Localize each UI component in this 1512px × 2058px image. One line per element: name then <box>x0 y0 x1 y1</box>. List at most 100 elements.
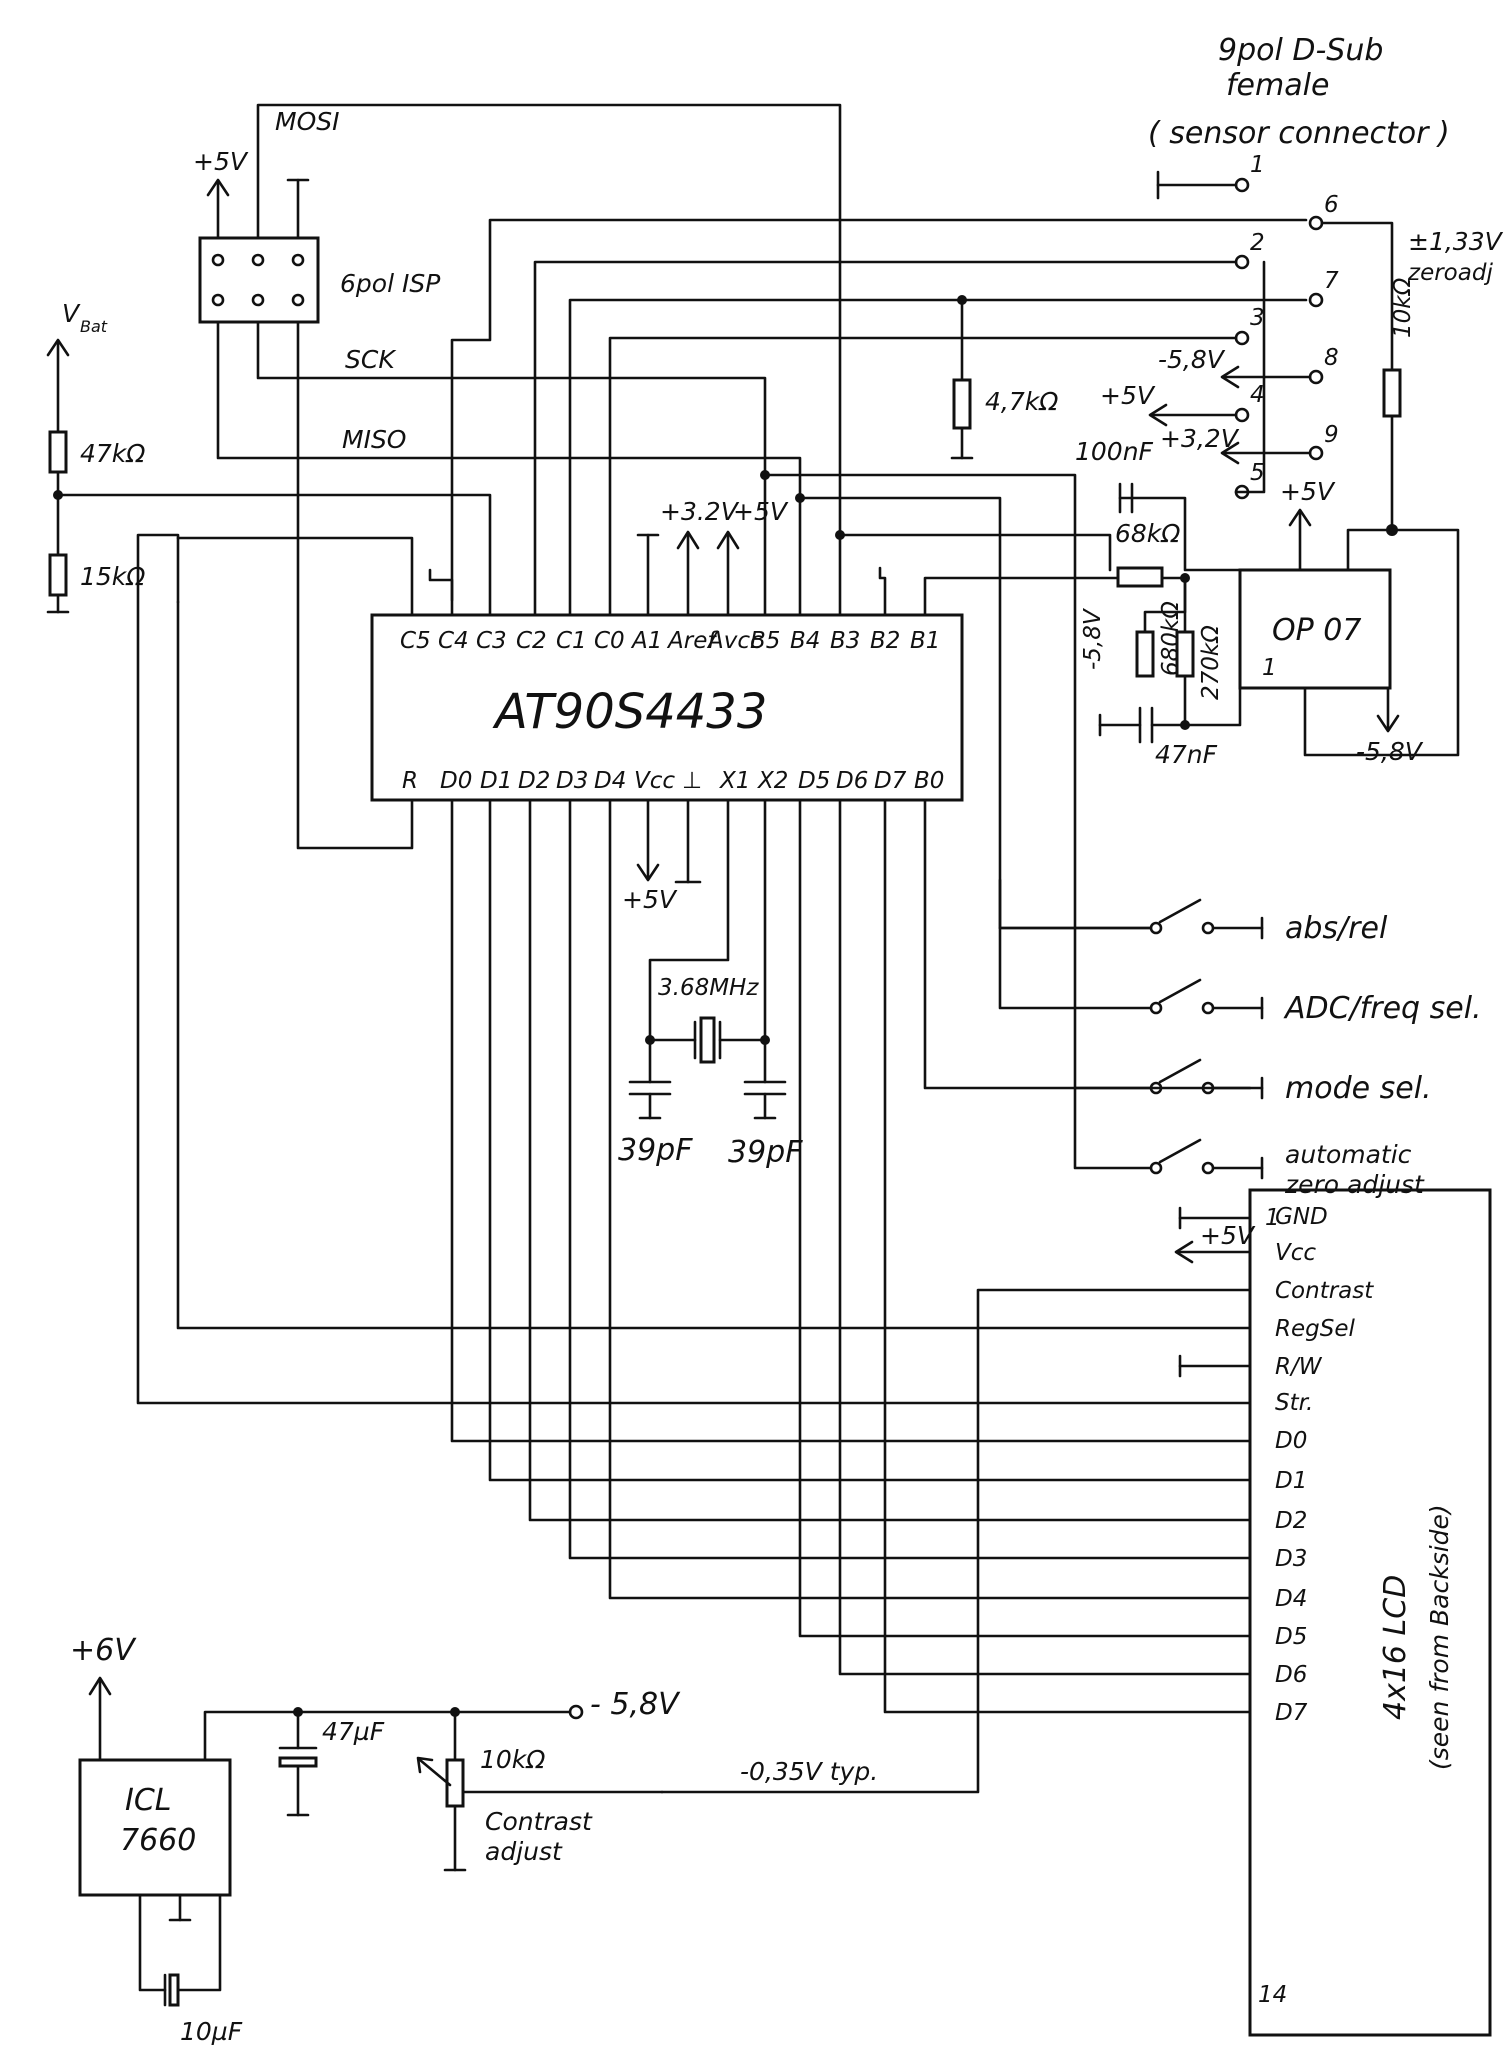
left-arrow-icon <box>1174 1240 1194 1264</box>
lcd-pin-12: D6 <box>1275 1662 1307 1688</box>
sw-lever[interactable] <box>1158 978 1202 1004</box>
mosi-label: MOSI <box>275 107 340 136</box>
dsub-title-1: 9pol D-Sub <box>1218 33 1383 68</box>
cap1-label: 39pF <box>618 1133 693 1168</box>
op07-pin1: 1 <box>1262 655 1277 681</box>
c4-wire <box>450 218 1308 617</box>
op-out-wire <box>1303 528 1460 757</box>
b4-wire <box>798 496 1152 930</box>
left-arrow-icon <box>1148 403 1168 427</box>
r68k-label: 68kΩ <box>1115 519 1180 548</box>
pot-wiper[interactable] <box>418 1758 452 1787</box>
op07-label: OP 07 <box>1272 613 1361 648</box>
mcu-pin-c1: C1 <box>556 628 587 654</box>
lcd-pin-labels: GNDVccContrastRegSelR/WStr.D0D1D2D3D4D5D… <box>1275 1204 1374 1726</box>
pin5-label: 5 <box>1250 460 1265 486</box>
sck-wire <box>256 320 767 617</box>
neg58-label: -5,8V <box>1158 345 1226 374</box>
contrast-adj-1: Contrast <box>485 1807 593 1836</box>
icl-line1: ICL <box>125 1783 172 1818</box>
c10u-wire <box>138 1893 167 1992</box>
lcd-pin-11: D5 <box>1275 1624 1307 1650</box>
c47n-label: 47nF <box>1155 740 1218 769</box>
lcd-pin-1: Vcc <box>1275 1240 1316 1266</box>
d7-wire <box>883 798 1252 1714</box>
sw-contact <box>1149 1161 1163 1175</box>
vbat-sub: Bat <box>80 317 108 336</box>
r680k-label: 680kΩ <box>1158 601 1184 676</box>
pot-label: 10kΩ <box>480 1745 545 1774</box>
sensor-side: 4,7kΩ 10kΩ ±1,33V zeroadj -5,8V +5V +3,2… <box>950 221 1504 536</box>
r-15k <box>48 553 68 597</box>
zero-adj-2: zeroadj <box>1407 260 1493 286</box>
isp-pin <box>211 253 225 267</box>
mcu-pin-2: D1 <box>480 768 512 794</box>
mcu-pin-4: D3 <box>556 768 588 794</box>
x1-wire <box>648 798 730 1042</box>
switch-zero-adjust: zero adjust <box>1284 1170 1425 1199</box>
up-arrow-icon <box>206 178 230 197</box>
lcd-pin-2: Contrast <box>1275 1278 1374 1304</box>
isp-label: 6pol ISP <box>340 269 441 298</box>
sw-contact <box>1201 1161 1215 1175</box>
c3-tail <box>428 568 454 602</box>
mcu-pin-9: X2 <box>757 768 788 794</box>
op-5v-label: +5V <box>1280 477 1336 506</box>
c5-wire <box>176 536 414 617</box>
cap2-label: 39pF <box>728 1135 803 1170</box>
sw-lever[interactable] <box>1158 1058 1202 1084</box>
d4-wire <box>608 798 1252 1600</box>
isp-pin <box>291 253 305 267</box>
isp-pin <box>251 253 265 267</box>
power-supply: +6V ICL 7660 - 5,8V 47µF 10kΩ Contrast a… <box>70 1633 878 2046</box>
down-arrow-icon <box>1376 714 1400 733</box>
r-68k <box>1116 566 1164 588</box>
r-10k <box>1382 368 1402 418</box>
lcd-pin14: 14 <box>1258 1982 1287 2008</box>
mcu-pin-3: D2 <box>518 768 550 794</box>
sw-contact <box>1201 921 1215 935</box>
b1-wire <box>923 576 1120 617</box>
lcd-box <box>1248 1188 1492 2037</box>
vbat-label: V <box>62 299 81 328</box>
switch-mode-sel: mode sel. <box>1285 1071 1432 1106</box>
sw4-wire <box>1073 1086 1152 1170</box>
contrast-wire <box>660 1288 1252 1794</box>
lcd-pin-4: R/W <box>1275 1354 1323 1380</box>
pin3-circle <box>1234 330 1250 346</box>
d5-wire <box>798 798 1252 1638</box>
c1-wire <box>568 298 1308 617</box>
up-arrow-icon <box>716 530 740 550</box>
sw-lever[interactable] <box>1158 1138 1202 1164</box>
pin7-label: 7 <box>1324 268 1339 294</box>
mcu-pin-c5: C5 <box>400 628 431 654</box>
lcd-pin-5: Str. <box>1275 1390 1313 1416</box>
crystal <box>699 1016 716 1064</box>
opamp-section: OP 07 1 +5V -5,8V 100nF 68kΩ 680kΩ 270kΩ… <box>1075 437 1460 769</box>
icl-line2: 7660 <box>120 1823 196 1858</box>
r-47k <box>48 430 68 474</box>
down-arrow-icon <box>636 863 660 882</box>
b2-wire <box>878 566 887 617</box>
sw3-wire <box>923 798 1152 1090</box>
lcd-5v-label: +5V <box>1200 1221 1256 1250</box>
mcu-pin-c3: C3 <box>476 628 507 654</box>
left-arrow-icon <box>1220 365 1240 389</box>
r-680k <box>1135 630 1155 678</box>
r-4k7-label: 4,7kΩ <box>985 387 1058 416</box>
r-47k-label: 47kΩ <box>80 439 145 468</box>
c10u-label: 10µF <box>180 2017 243 2046</box>
switches: abs/rel ADC/freq sel. mode sel. automati… <box>923 798 1482 1199</box>
pin6-circle <box>1308 215 1324 231</box>
neg-wire <box>203 1710 572 1762</box>
crystal-freq: 3.68MHz <box>658 975 759 1001</box>
pin2-circle <box>1234 254 1250 270</box>
sw-lever[interactable] <box>1158 898 1202 924</box>
d6-wire <box>838 798 1252 1676</box>
lcd-pin-7: D1 <box>1275 1468 1307 1494</box>
miso-wire <box>216 320 802 617</box>
isp-box <box>198 236 320 324</box>
mcu-box <box>370 613 964 802</box>
